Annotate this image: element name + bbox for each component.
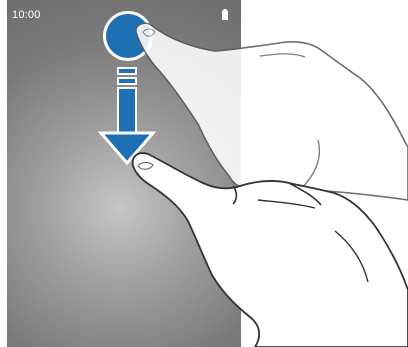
arrow-down-icon <box>97 67 157 166</box>
battery-icon <box>222 9 228 20</box>
status-time: 10:00 <box>12 9 41 21</box>
hand-icon <box>131 152 408 347</box>
status-bar[interactable]: 10:00 <box>7 0 241 24</box>
